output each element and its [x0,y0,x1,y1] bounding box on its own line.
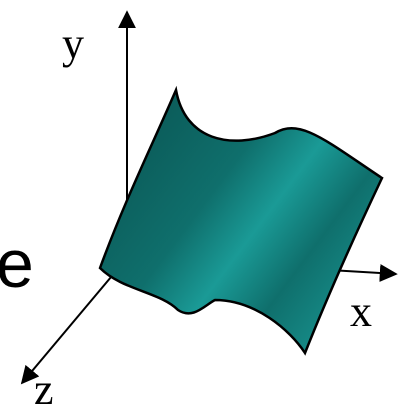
z-axis [20,257,128,385]
y-axis-label: y [62,19,84,68]
z-axis-label: z [34,365,54,409]
curved-surface [98,85,384,356]
side-text: e [0,226,34,302]
x-axis-label: x [350,287,372,336]
